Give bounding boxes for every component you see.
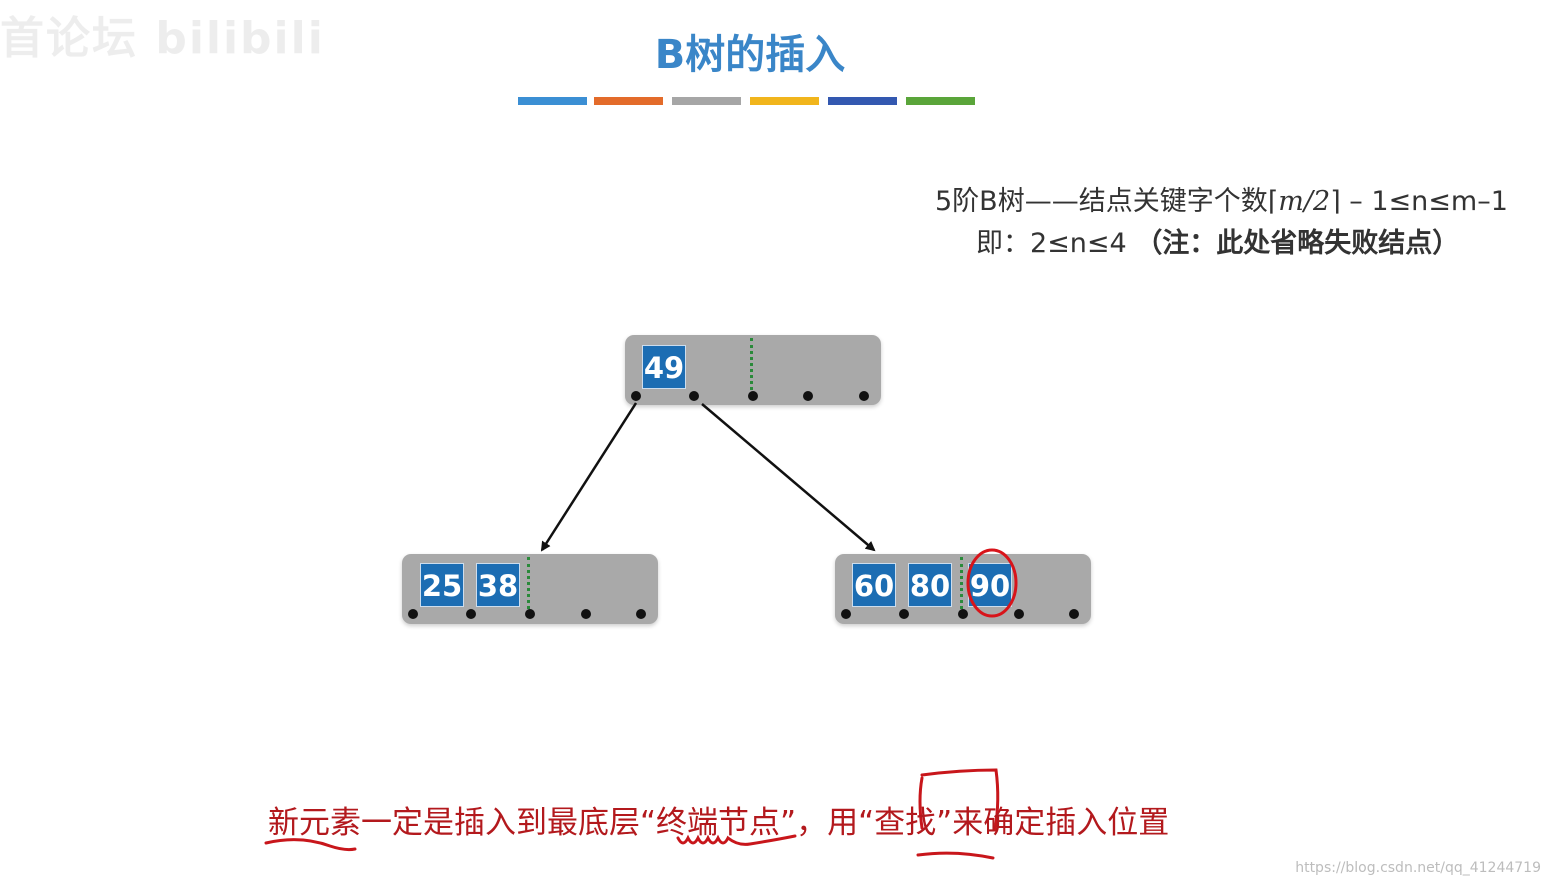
pointer-dot xyxy=(841,609,851,619)
note-line2-remark: （注：此处省略失败结点） xyxy=(1135,228,1460,259)
key-box: 38 xyxy=(476,563,520,607)
key-box: 25 xyxy=(420,563,464,607)
source-watermark: https://blog.csdn.net/qq_41244719 xyxy=(1295,860,1541,876)
pointer-dot xyxy=(1069,609,1079,619)
color-bar xyxy=(594,97,663,105)
key-box: 80 xyxy=(908,563,952,607)
watermark: 首论坛 bilibili xyxy=(0,13,325,64)
key-box: 49 xyxy=(642,345,686,389)
underline-scribble xyxy=(264,838,357,852)
separator-dotted xyxy=(527,557,530,615)
pointer-dot xyxy=(525,609,535,619)
pointer-dot xyxy=(466,609,476,619)
ceil-right: ⌉ xyxy=(1330,186,1341,217)
edge-arrow xyxy=(701,403,876,552)
underline-scribble xyxy=(916,851,995,860)
page-title: B树的插入 xyxy=(654,32,846,78)
pointer-dot xyxy=(689,391,699,401)
pointer-dot xyxy=(581,609,591,619)
bracket-annotation xyxy=(918,768,1000,832)
pointer-dot xyxy=(859,391,869,401)
ceil-expression: m/2 xyxy=(1278,186,1331,217)
edge-arrow xyxy=(540,402,638,552)
underline-scribble xyxy=(676,834,797,846)
range-note: 即：2≤n≤4 （注：此处省略失败结点） xyxy=(976,221,1459,260)
btree-left-leaf: 25 38 xyxy=(402,554,658,624)
color-bar xyxy=(828,97,897,105)
separator-dotted xyxy=(750,338,753,396)
pointer-dot xyxy=(899,609,909,619)
color-bar xyxy=(672,97,741,105)
pointer-dot xyxy=(1014,609,1024,619)
insertion-rule-text: 新元素一定是插入到最底层“终端节点”，用“查找”来确定插入位置 xyxy=(268,805,1170,841)
color-bar xyxy=(906,97,975,105)
ceil-left: ⌈ xyxy=(1267,186,1279,217)
highlight-circle xyxy=(966,548,1018,618)
color-bar xyxy=(518,97,587,105)
note-line1-prefix: 5阶B树——结点关键字个数 xyxy=(935,186,1268,217)
note-line2-prefix: 即：2≤n≤4 xyxy=(976,228,1136,259)
pointer-dot xyxy=(958,609,968,619)
separator-dotted xyxy=(960,557,963,615)
pointer-dot xyxy=(631,391,641,401)
pointer-dot xyxy=(748,391,758,401)
pointer-dot xyxy=(408,609,418,619)
pointer-dot xyxy=(803,391,813,401)
key-box: 60 xyxy=(852,563,896,607)
pointer-dot xyxy=(636,609,646,619)
order-constraint-note: 5阶B树——结点关键字个数⌈m/2⌉ – 1≤n≤m–1 xyxy=(935,179,1508,218)
color-bar xyxy=(750,97,819,105)
note-line1-suffix: – 1≤n≤m–1 xyxy=(1340,186,1508,217)
